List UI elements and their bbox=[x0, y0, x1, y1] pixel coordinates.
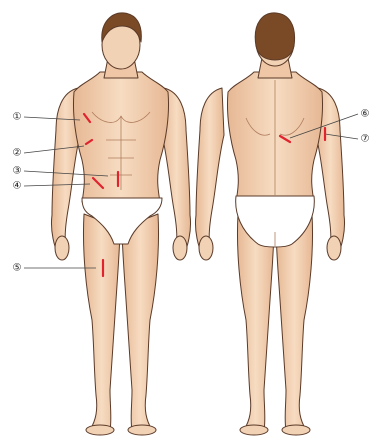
back-right-hand bbox=[327, 236, 341, 260]
front-left-hand bbox=[55, 236, 69, 260]
callout-number-label: ② bbox=[13, 148, 22, 159]
callout-number-label: ⑥ bbox=[361, 109, 370, 120]
back-right-foot bbox=[282, 425, 310, 435]
front-right-hand bbox=[173, 236, 187, 260]
back-left-hand bbox=[199, 236, 213, 260]
callout-number-label: ③ bbox=[13, 166, 22, 177]
front-body-figure bbox=[51, 13, 190, 435]
back-hair bbox=[255, 13, 294, 60]
back-left-arm bbox=[195, 88, 224, 260]
front-left-leg bbox=[83, 214, 120, 430]
callout-number-label: ⑤ bbox=[13, 263, 22, 274]
back-left-foot bbox=[240, 425, 268, 435]
callout-number-label: ④ bbox=[13, 181, 22, 192]
front-left-foot bbox=[86, 425, 114, 435]
callout-number-label: ① bbox=[13, 112, 22, 123]
front-right-foot bbox=[128, 425, 156, 435]
callout-number-label: ⑦ bbox=[361, 134, 370, 145]
front-right-leg bbox=[122, 214, 159, 430]
back-body-figure bbox=[195, 13, 344, 435]
